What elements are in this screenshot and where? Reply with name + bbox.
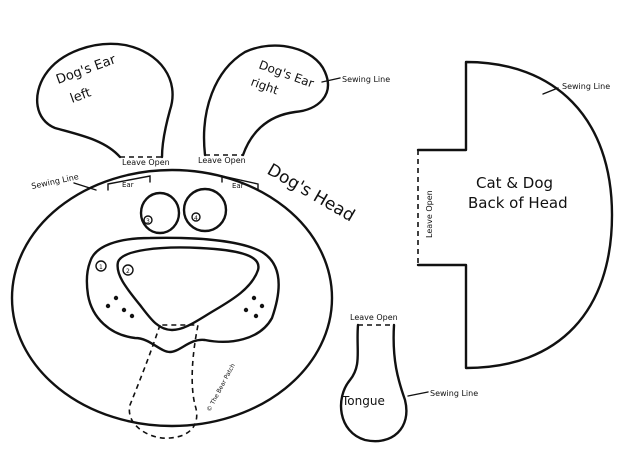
ear-mark-right-label: Ear (232, 182, 244, 190)
sewing-line-right-ear-pointer (321, 77, 341, 83)
nose-number-1-circle (95, 260, 107, 272)
leave-open-left-ear-label: Leave Open (122, 158, 170, 167)
sewing-line-tongue-label: Sewing Line (430, 389, 478, 398)
leave-open-back-label: Leave Open (425, 190, 434, 238)
back-of-head-label-1: Cat & Dog (476, 174, 553, 192)
copyright-label: © The Bear Patch (206, 362, 237, 413)
tongue-placement-dashed (128, 324, 199, 439)
eye-right (182, 187, 228, 233)
tongue-label: Tongue (341, 394, 385, 408)
dog-ear-right-outline (202, 44, 330, 157)
nose-number-2: 2 (126, 268, 130, 275)
eye-left-number-circle (143, 215, 153, 225)
leave-open-right-ear-label: Leave Open (198, 156, 246, 165)
dog-ear-left-piece: Dog's Ear left Leave Open (36, 42, 174, 167)
back-of-head-piece: Leave Open Cat & Dog Back of Head Sewing… (416, 60, 614, 370)
dog-ear-left-outline (36, 42, 174, 159)
eye-left-number: 3 (146, 218, 150, 225)
ear-mark-left (107, 175, 151, 191)
sewing-line-head-label: Sewing Line (31, 172, 80, 191)
dogs-head-label: Dog's Head (264, 160, 359, 226)
dogs-head-outline (10, 168, 334, 428)
back-of-head-label-2: Back of Head (468, 194, 568, 212)
sewing-line-head-pointer (73, 182, 97, 191)
eye-left (139, 191, 181, 235)
dogs-head-piece: Ear Ear Sewing Line Dog's Head 3 4 1 2 (10, 160, 359, 439)
whisker-dots-left (105, 295, 135, 319)
eye-right-number-circle (191, 212, 201, 222)
sewing-line-back-pointer (542, 87, 559, 95)
leave-open-tongue-label: Leave Open (350, 313, 398, 322)
sewing-line-back-label: Sewing Line (562, 82, 610, 91)
sewing-line-tongue-pointer (407, 391, 429, 397)
ear-mark-right (221, 175, 259, 191)
ear-mark-left-label: Ear (122, 181, 134, 189)
tongue-piece: Leave Open Tongue Sewing Line (339, 313, 478, 443)
tongue-outline (339, 323, 408, 443)
back-of-head-outline (416, 60, 614, 370)
nose-number-2-circle (122, 264, 134, 276)
dog-ear-right-piece: Dog's Ear right Leave Open Sewing Line (198, 44, 390, 165)
nose-outline (116, 246, 260, 332)
dog-ear-right-label-2: right (249, 75, 281, 98)
whisker-dots-right (243, 295, 265, 319)
eye-right-number: 4 (194, 215, 198, 222)
muzzle-outline (85, 236, 280, 354)
nose-number-1: 1 (99, 264, 103, 271)
sewing-line-right-ear-label: Sewing Line (342, 75, 390, 84)
dog-ear-left-label-2: left (68, 85, 93, 106)
